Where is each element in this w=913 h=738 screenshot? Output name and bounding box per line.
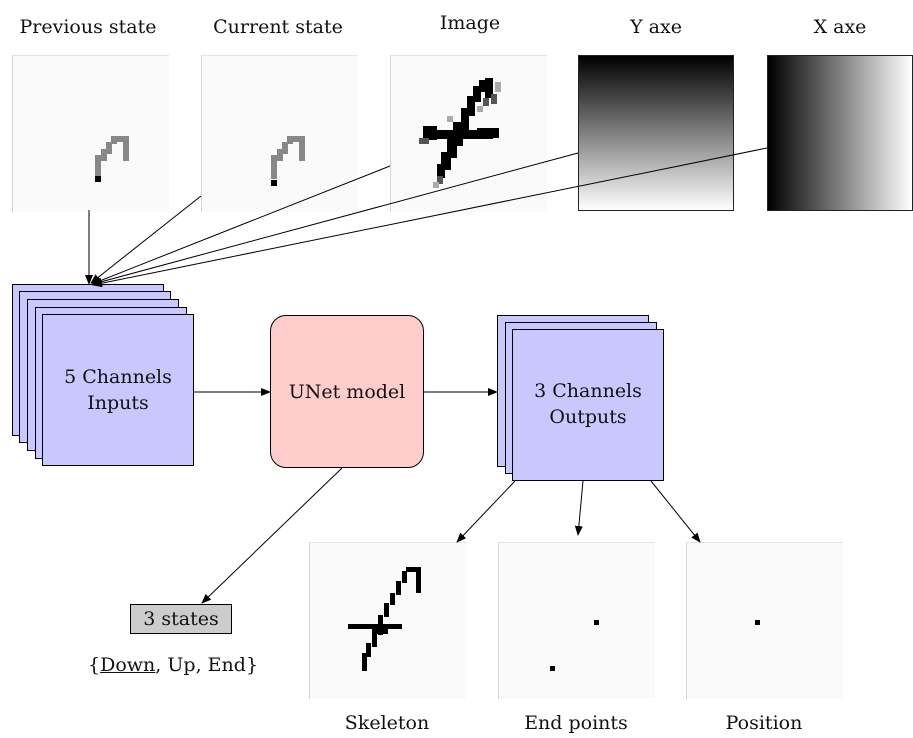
skeleton-label: Skeleton — [344, 712, 430, 734]
output-stack-label: 3 Channels Outputs — [512, 378, 664, 430]
state-end: End — [207, 654, 246, 676]
image-label: Image — [439, 12, 501, 34]
handwritten-image — [390, 55, 547, 212]
output-stack-line2: Outputs — [549, 406, 627, 428]
x-axe-gradient — [767, 55, 913, 211]
position-image — [686, 542, 843, 699]
output-stack-line1: 3 Channels — [534, 380, 642, 402]
unet-model-box: UNet model — [270, 315, 424, 468]
input-stack-label: 5 Channels Inputs — [42, 364, 194, 416]
input-stack-line1: 5 Channels — [64, 366, 172, 388]
unet-model-label: UNet model — [288, 380, 406, 403]
end-points-image — [498, 542, 655, 699]
states-box-label: 3 states — [143, 608, 219, 630]
input-stack-line2: Inputs — [87, 392, 149, 414]
previous-state-label: Previous state — [19, 16, 157, 38]
arrow-outputs-to-skeleton — [456, 480, 516, 543]
y-axe-gradient — [578, 55, 734, 211]
state-up: Up — [167, 654, 196, 676]
y-axe-label: Y axe — [630, 16, 682, 38]
states-close-brace: } — [245, 654, 259, 676]
current-state-label: Current state — [213, 16, 343, 38]
arrow-outputs-to-position — [650, 480, 701, 543]
skeleton-image — [309, 542, 466, 699]
current-state-image — [201, 55, 358, 212]
states-list: {Down, Up, End} — [88, 654, 258, 676]
input-channel-layer — [42, 314, 194, 466]
x-axe-label: X axe — [813, 16, 867, 38]
state-down: Down — [100, 654, 156, 676]
output-channel-layer — [512, 329, 664, 481]
position-label: Position — [725, 712, 803, 734]
states-separator: , — [195, 654, 208, 676]
states-separator: , — [155, 654, 168, 676]
states-open-brace: { — [88, 654, 101, 676]
previous-state-image — [12, 55, 169, 212]
states-box: 3 states — [130, 604, 232, 634]
end-points-label: End points — [524, 712, 628, 734]
arrow-outputs-to-end-points — [574, 480, 584, 536]
